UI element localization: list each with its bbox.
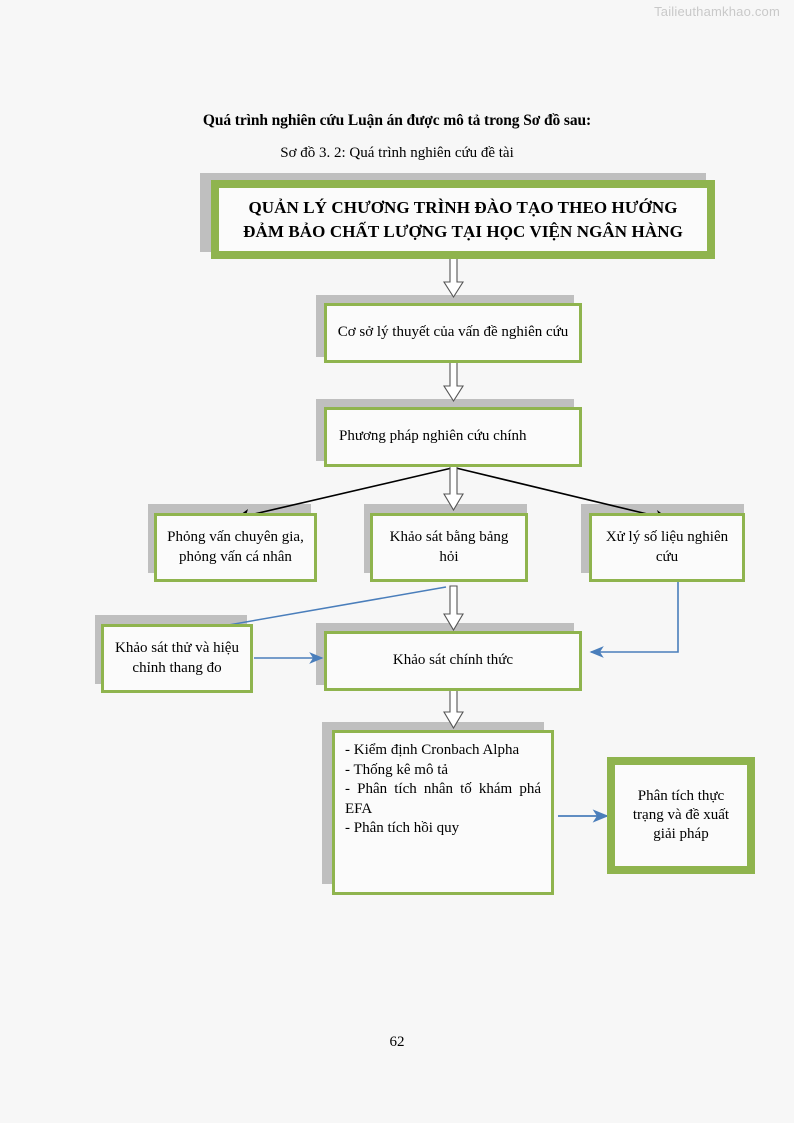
node-analysis-line-4: - Phân tích hồi quy: [345, 820, 460, 836]
edge-title-to-theory: [443, 257, 464, 299]
node-dataprocessing-box[interactable]: Xử lý số liệu nghiên cứu: [589, 513, 745, 582]
node-interview-label: Phỏng vấn chuyên gia, phỏng vấn cá nhân: [167, 529, 304, 565]
node-analysis-line-1: - Kiểm định Cronbach Alpha: [345, 742, 520, 758]
node-conclusion-label: Phân tích thực trạng và đề xuất giải phá…: [632, 787, 730, 843]
node-analysis-line-2: - Thống kê mô tả: [345, 761, 449, 778]
node-title-box[interactable]: QUẢN LÝ CHƯƠNG TRÌNH ĐÀO TẠO THEO HƯỚNG …: [211, 180, 715, 259]
node-method-label: Phương pháp nghiên cứu chính: [339, 428, 527, 445]
node-mainsurvey-label: Khảo sát chính thức: [392, 652, 514, 669]
node-title-label: QUẢN LÝ CHƯƠNG TRÌNH ĐÀO TẠO THEO HƯỚNG …: [243, 197, 683, 241]
node-interview-box[interactable]: Phỏng vấn chuyên gia, phỏng vấn cá nhân: [154, 513, 317, 582]
node-title-inner: QUẢN LÝ CHƯƠNG TRÌNH ĐÀO TẠO THEO HƯỚNG …: [218, 187, 708, 252]
node-pilot-box[interactable]: Khảo sát thử và hiệu chỉnh thang đo: [101, 624, 253, 693]
node-analysis-line-3: - Phân tích nhân tố khám phá EFA: [345, 781, 541, 817]
node-method-box[interactable]: Phương pháp nghiên cứu chính: [324, 407, 582, 467]
edge-theory-to-method: [443, 361, 464, 403]
page-number: 62: [389, 1034, 405, 1050]
page-title: Quá trình nghiên cứu Luận án được mô tả …: [202, 112, 592, 129]
node-questionnaire-label: Khảo sát bằng bảng hỏi: [389, 529, 509, 565]
figure-caption: Sơ đồ 3. 2: Quá trình nghiên cứu đề tài: [280, 145, 514, 161]
node-dataprocessing-label: Xử lý số liệu nghiên cứu: [605, 529, 729, 565]
node-conclusion-inner: Phân tích thực trạng và đề xuất giải phá…: [614, 764, 748, 867]
node-pilot-label: Khảo sát thử và hiệu chỉnh thang đo: [115, 640, 239, 676]
node-theory-label: Cơ sở lý thuyết của vấn đề nghiên cứu: [337, 324, 569, 341]
node-theory-box[interactable]: Cơ sở lý thuyết của vấn đề nghiên cứu: [324, 303, 582, 363]
node-analysis-box[interactable]: - Kiểm định Cronbach Alpha - Thống kê mô…: [332, 730, 554, 895]
node-questionnaire-box[interactable]: Khảo sát bằng bảng hỏi: [370, 513, 528, 582]
node-conclusion-box[interactable]: Phân tích thực trạng và đề xuất giải phá…: [607, 757, 755, 874]
node-mainsurvey-box[interactable]: Khảo sát chính thức: [324, 631, 582, 691]
edge-dataprocessing-to-mainsurvey: [589, 580, 679, 658]
watermark-text: Tailieuthamkhao.com: [654, 4, 780, 19]
node-analysis-label: - Kiểm định Cronbach Alpha - Thống kê mô…: [335, 733, 551, 839]
